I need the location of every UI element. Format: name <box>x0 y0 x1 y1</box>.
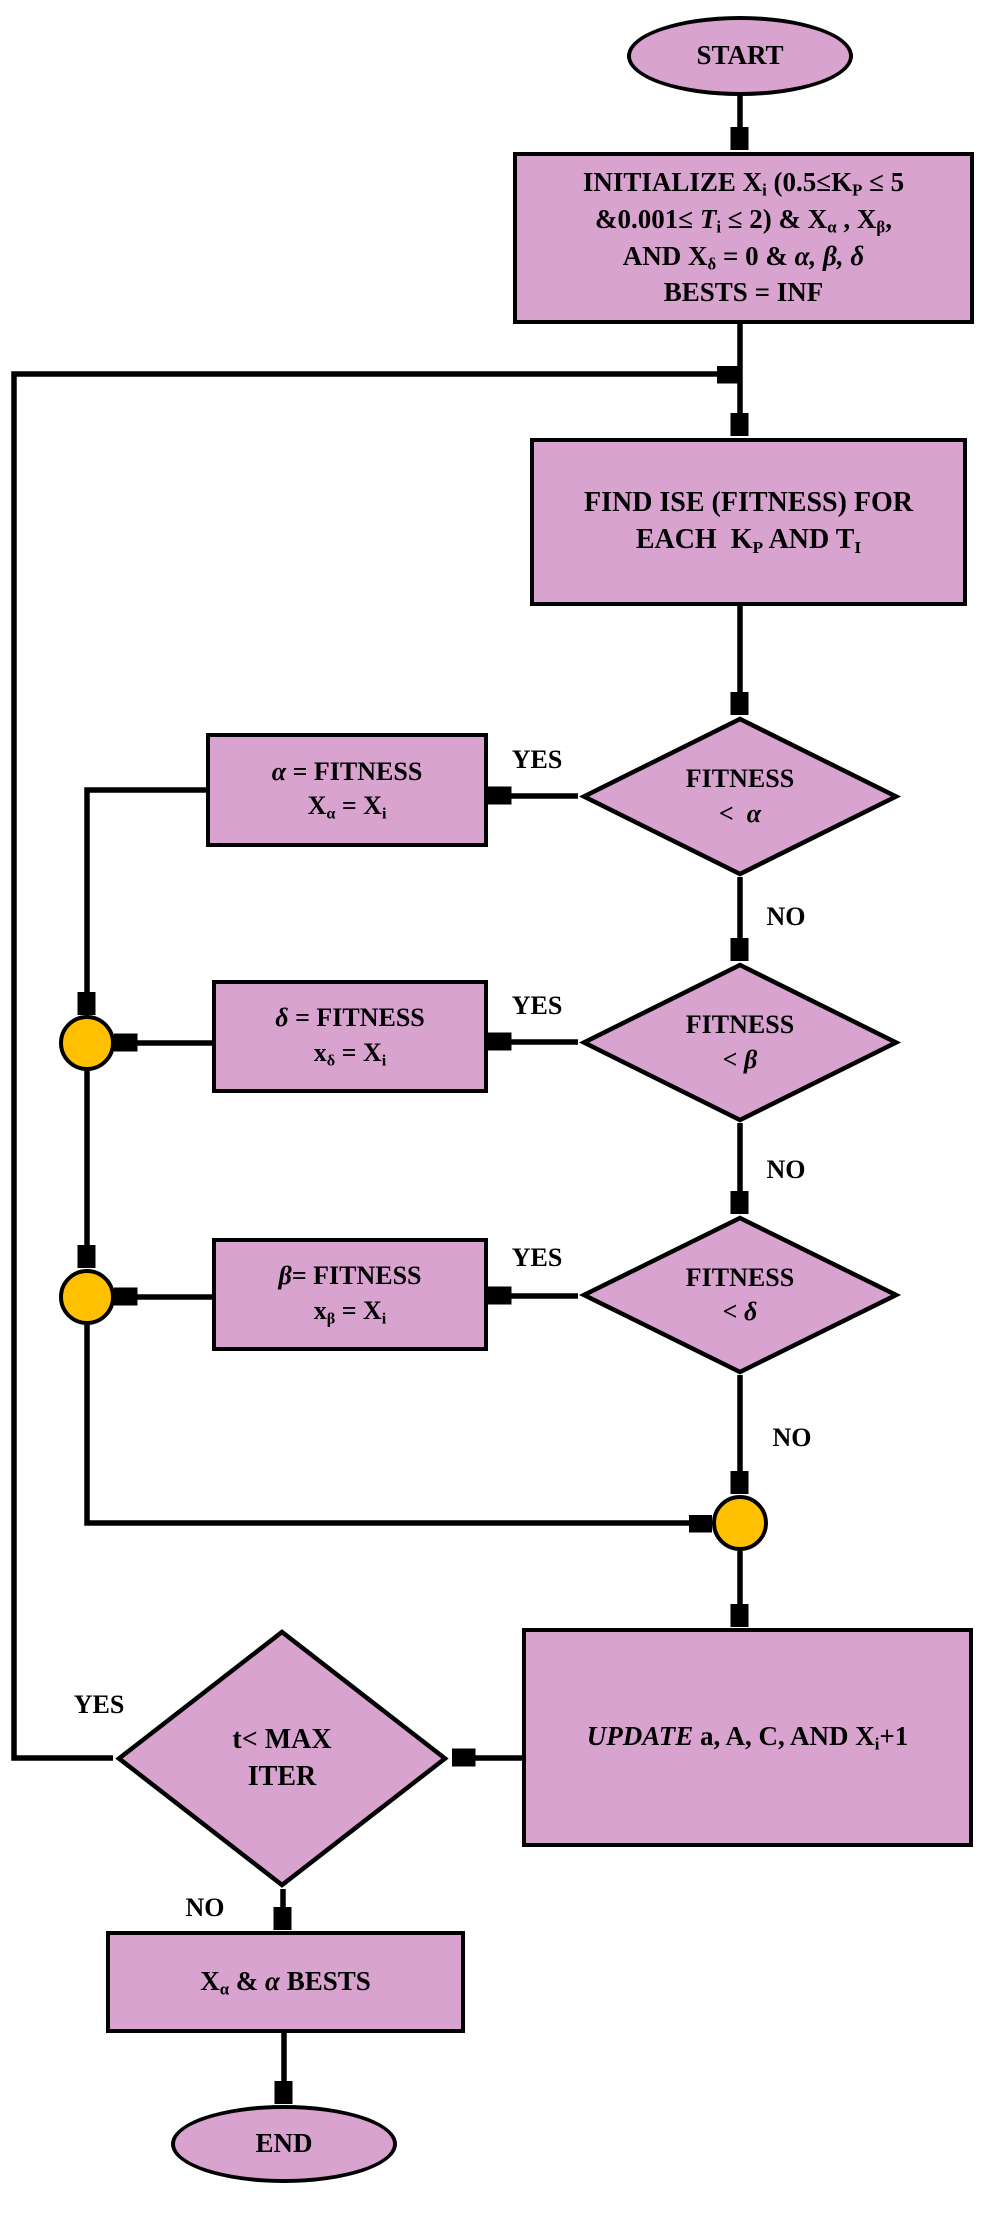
edge-assign-alpha-connector1 <box>87 787 206 1011</box>
connector-circle-1 <box>59 1015 115 1071</box>
start-terminator: START <box>627 16 853 96</box>
edge-label-yes-beta: YES <box>511 991 563 1020</box>
update-process: UPDATE a, A, C, AND Xi+1 <box>522 1628 973 1847</box>
connector-circle-2 <box>59 1269 115 1325</box>
decision-fitness-alpha-text: FITNESS< α <box>685 764 795 828</box>
edge-label-no-beta: NO <box>766 1155 806 1184</box>
decision-fitness-beta-text: FITNESS< β <box>685 1010 795 1074</box>
connector-circle-3 <box>712 1495 768 1551</box>
edge-label-yes-iter: YES <box>73 1690 125 1719</box>
edge-label-no-delta: NO <box>772 1423 812 1452</box>
decision-fitness-delta: FITNESS< δ <box>578 1215 902 1375</box>
edge-label-yes-delta: YES <box>511 1243 563 1272</box>
end-terminator: END <box>171 2105 397 2183</box>
bests-process: Xα & α BESTS <box>106 1931 465 2033</box>
decision-fitness-delta-text: FITNESS< δ <box>685 1262 795 1326</box>
decision-fitness-beta: FITNESS< β <box>578 962 902 1123</box>
edge-label-no-alpha: NO <box>766 902 806 931</box>
edge-label-no-iter: NO <box>185 1893 225 1922</box>
edge-label-yes-alpha: YES <box>511 745 563 774</box>
decision-fitness-alpha: FITNESS< α <box>578 716 902 877</box>
initialize-process: INITIALIZE Xi (0.5≤KP ≤ 5&0.001≤ Ti ≤ 2)… <box>513 152 974 324</box>
